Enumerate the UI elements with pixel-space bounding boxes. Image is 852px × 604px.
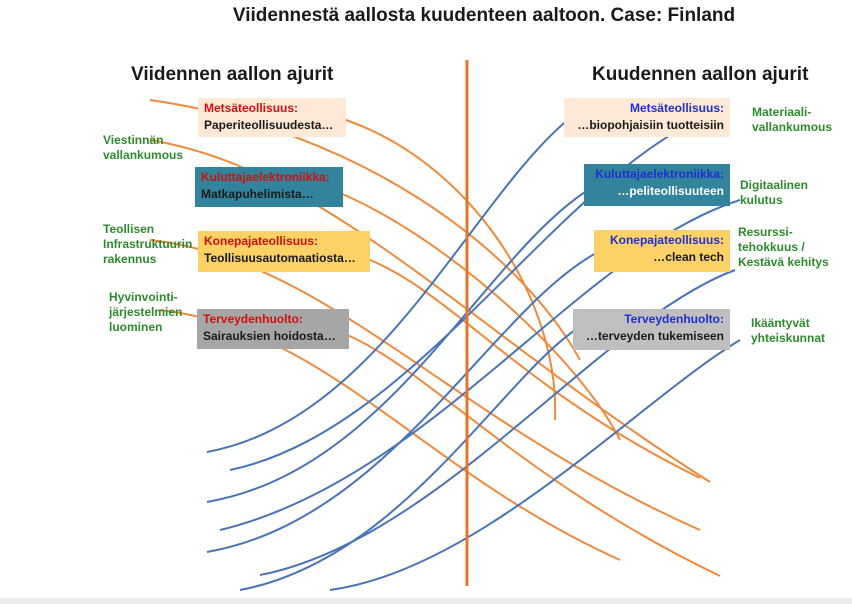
box-heading: Kuluttajaelektroniikka: — [595, 167, 724, 181]
left-driver-infrastructure: Teollisen Infrastruktuurin rakennus — [103, 222, 193, 266]
fifth-wave-curve-1 — [339, 117, 557, 421]
box-heading: Kuluttajaelektroniikka: — [201, 170, 330, 184]
sixth-wave-curve-4 — [239, 327, 579, 591]
sixth-wave-curve-2 — [206, 189, 589, 503]
fifth-wave-curve-4 — [344, 333, 721, 577]
fifth-wave-box-healthcare: Terveydenhuolto: Sairauksien hoidosta… — [197, 309, 349, 349]
box-detail: Sairauksien hoidosta… — [203, 329, 336, 343]
sixth-wave-curve-1 — [206, 117, 571, 453]
sixth-wave-curve-3 — [206, 251, 599, 553]
left-driver-welfare-systems: Hyvinvointi- järjestelmien luominen — [109, 290, 183, 334]
diagram-title: Viidennestä aallosta kuudenteen aaltoon.… — [232, 5, 736, 26]
box-heading: Metsäteollisuus: — [629, 101, 724, 115]
sixth-wave-box-healthcare: Terveydenhuolto: …terveyden tukemiseen — [573, 309, 730, 350]
box-detail: Paperiteollisuudesta… — [204, 118, 334, 132]
left-section-header: Viidennen aallon ajurit — [131, 64, 334, 85]
box-detail: Matkapuhelimista… — [201, 187, 314, 201]
box-detail: …clean tech — [653, 250, 724, 264]
sixth-wave-curve-8 — [329, 339, 741, 591]
right-section-header: Kuudennen aallon ajurit — [592, 64, 809, 85]
box-heading: Metsäteollisuus: — [204, 101, 299, 115]
bottom-divider — [0, 598, 852, 604]
box-detail: …terveyden tukemiseen — [585, 329, 724, 343]
sixth-wave-curve-5 — [229, 109, 721, 471]
fifth-wave-box-consumer-electronics: Kuluttajaelektroniikka: Matkapuhelimista… — [195, 167, 343, 207]
right-driver-digital-consumption: Digitaalinen kulutus — [740, 178, 809, 207]
sixth-wave-curve-7 — [259, 269, 736, 576]
fifth-wave-box-forest-industry: Metsäteollisuus: Paperiteollisuudesta… — [198, 98, 346, 137]
box-detail: …peliteollisuuteen — [617, 184, 724, 198]
box-heading: Terveydenhuolto: — [624, 312, 724, 326]
left-driver-communication: Viestinnän vallankumous — [103, 133, 184, 162]
sixth-wave-box-forest-industry: Metsäteollisuus: …biopohjaisiin tuotteis… — [564, 98, 730, 137]
right-driver-ageing-societies: Ikääntyvät yhteiskunnat — [751, 316, 826, 345]
fifth-wave-box-engineering-industry: Konepajateollisuus: Teollisuusautomaatio… — [198, 231, 370, 272]
box-heading: Terveydenhuolto: — [203, 312, 303, 326]
right-driver-materials: Materiaali- vallankumous — [752, 105, 833, 134]
box-detail: …biopohjaisiin tuotteisiin — [577, 118, 724, 132]
fifth-wave-curve-3 — [364, 257, 701, 479]
box-detail: Teollisuusautomaatiosta… — [204, 251, 356, 265]
box-heading: Konepajateollisuus: — [204, 234, 319, 248]
fifth-wave-curve-5 — [149, 139, 711, 483]
sixth-wave-box-engineering-industry: Konepajateollisuus: …clean tech — [594, 230, 730, 272]
right-driver-resource-efficiency: Resurssi- tehokkuus / Kestävä kehitys — [738, 225, 829, 269]
sixth-wave-box-consumer-electronics: Kuluttajaelektroniikka: …peliteollisuute… — [584, 164, 730, 206]
fifth-wave-curve-6 — [149, 239, 701, 531]
box-heading: Konepajateollisuus: — [609, 233, 724, 247]
